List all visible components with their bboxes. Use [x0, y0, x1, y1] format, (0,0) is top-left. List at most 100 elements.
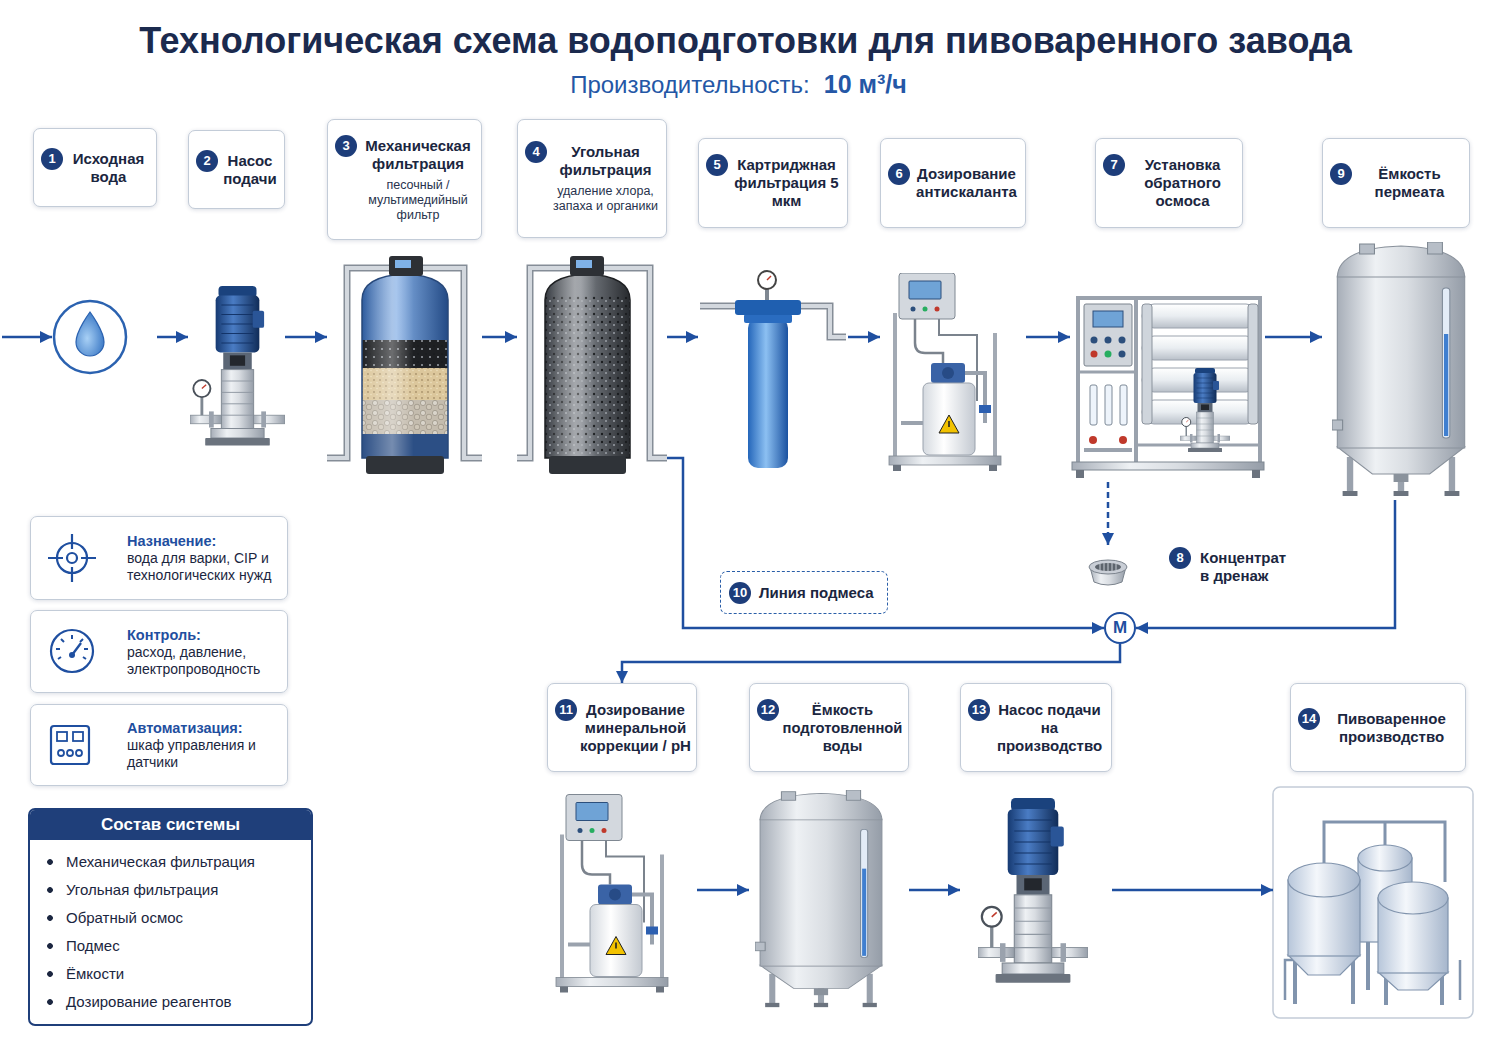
step-card: 11Дозирование минеральной коррекции / pH — [547, 683, 697, 772]
callout-number: 1 — [41, 148, 63, 170]
brewery-figure — [1351, 960, 1355, 1004]
reverse-osmosis-figure — [1120, 385, 1127, 425]
flow-arrow — [667, 458, 1104, 628]
flow-arrow — [285, 336, 327, 339]
flow-arrow — [1026, 336, 1070, 339]
step-card: 1Исходная вода — [33, 128, 157, 207]
cartridge-filter-figure — [700, 271, 846, 468]
carbon-filter-figure — [545, 272, 630, 462]
reverse-osmosis-figure — [1119, 337, 1126, 344]
cartridge-filter-figure — [748, 318, 788, 468]
permeate-tank-figure — [1332, 242, 1465, 496]
brewery-figure — [1273, 787, 1473, 1018]
step-title: Концентрат в дренаж — [1200, 549, 1296, 585]
reverse-osmosis-figure — [1084, 448, 1132, 452]
control-cabinet-icon — [73, 732, 83, 741]
step-card: 12Ёмкость подготовленной воды — [749, 683, 909, 772]
callout-number: 2 — [196, 150, 218, 172]
callout-number: 4 — [525, 141, 547, 163]
info-heading: Назначение: — [127, 532, 279, 550]
step-title: Дозирование минеральной коррекции / pH — [580, 701, 691, 755]
reverse-osmosis-figure — [1084, 304, 1132, 366]
step-title: Ёмкость подготовленной воды — [782, 701, 903, 755]
reverse-osmosis-figure — [1091, 337, 1098, 344]
treated-water-tank-figure — [755, 790, 882, 1007]
reverse-osmosis-figure — [1142, 304, 1152, 424]
cartridge-filter-figure — [767, 276, 771, 280]
carbon-filter-figure — [570, 256, 604, 276]
control-cabinet-icon — [51, 726, 89, 764]
process-step: 7Установка обратного осмоса — [1070, 138, 1265, 482]
process-step: 13Насос подачи на производство — [960, 683, 1112, 1005]
reverse-osmosis-figure — [1089, 436, 1097, 444]
flow-arrow — [482, 336, 517, 339]
step-card: 7Установка обратного осмоса — [1095, 138, 1243, 228]
brewery-figure — [1358, 845, 1412, 871]
list-item: Подмес — [30, 932, 311, 960]
flow-arrow — [697, 889, 749, 892]
process-step: 9Ёмкость пермеата — [1322, 138, 1470, 500]
production-pump-figure — [978, 798, 1088, 983]
brewery-figure — [1273, 787, 1473, 1018]
control-cabinet-icon — [51, 726, 89, 764]
step-card: 13Насос подачи на производство — [960, 683, 1112, 772]
water-drop-icon — [54, 301, 126, 373]
reverse-osmosis-figure — [1078, 298, 1260, 462]
carbon-filter-figure — [549, 456, 626, 474]
info-box: Автоматизация:шкаф управления и датчики — [30, 704, 288, 786]
diagram-title: Технологическая схема водоподготовки для… — [0, 18, 1491, 64]
list-item: Ёмкости — [30, 960, 311, 988]
panel-heading: Состав системы — [30, 810, 311, 840]
sand-filter-figure — [362, 272, 448, 462]
sand-filter-figure — [389, 256, 423, 276]
step-card: 6Дозирование антискаланта — [880, 138, 1026, 228]
brewery-figure — [1288, 863, 1360, 897]
step-title: Дозирование антискаланта — [913, 165, 1020, 201]
sand-filter-figure — [362, 274, 448, 458]
mineral-dosing-figure — [556, 795, 668, 993]
flow-arrow — [848, 336, 880, 339]
step-title: Насос подачи — [221, 152, 279, 188]
brewery-figure — [1366, 940, 1370, 990]
control-cabinet-icon — [67, 750, 73, 756]
bypass-label-box: 10 Линия подмеса — [720, 571, 888, 614]
step-title: Исходная вода — [66, 150, 151, 186]
step-title: Линия подмеса — [759, 584, 879, 602]
sand-filter-figure — [327, 256, 482, 474]
reverse-osmosis-figure — [1248, 304, 1258, 424]
step-note: удаление хлора, запаха и органики — [550, 184, 661, 214]
reverse-osmosis-figure — [1091, 351, 1098, 358]
process-step: 4Угольная фильтрацияудаление хлора, запа… — [517, 119, 667, 475]
inflow-arrow — [2, 336, 52, 339]
drain-callout: 8Концентрат в дренаж — [1085, 545, 1300, 589]
permeate-tank-figure — [1332, 242, 1465, 496]
capacity-label: Производительность: — [570, 69, 810, 101]
step-card: 2Насос подачи — [188, 130, 285, 209]
gauge-icon — [51, 630, 93, 672]
flow-arrow — [909, 889, 960, 892]
mineral-dosing-figure — [556, 795, 668, 993]
reverse-osmosis-figure — [1076, 470, 1084, 478]
brewery-figure — [1378, 972, 1448, 990]
flow-arrow — [622, 644, 1120, 683]
reverse-osmosis-figure — [1119, 351, 1126, 358]
reverse-osmosis-figure — [1105, 385, 1112, 425]
process-step: 14Пивоваренное производство — [1273, 683, 1473, 1018]
reverse-osmosis-figure — [1252, 470, 1260, 478]
mixer-circle: M — [1104, 612, 1136, 644]
process-step: 11Дозирование минеральной коррекции / pH — [547, 683, 697, 1000]
info-text: вода для варки, CIP и технологических ну… — [127, 550, 279, 584]
callout-number: 10 — [729, 582, 751, 604]
cartridge-filter-figure — [735, 300, 801, 315]
process-step: 6Дозирование антискаланта — [880, 138, 1026, 475]
reverse-osmosis-figure — [1142, 336, 1258, 360]
sand-filter-figure — [395, 260, 411, 268]
water-drop-icon — [54, 301, 126, 373]
capacity-value: 10 м³/ч — [824, 68, 907, 100]
process-step: 12Ёмкость подготовленной воды — [749, 683, 909, 1010]
carbon-filter-figure — [545, 272, 630, 462]
brewery-figure — [1288, 955, 1360, 975]
production-pump-figure — [978, 798, 1088, 983]
info-text: расход, давление, электропроводность — [127, 644, 279, 678]
